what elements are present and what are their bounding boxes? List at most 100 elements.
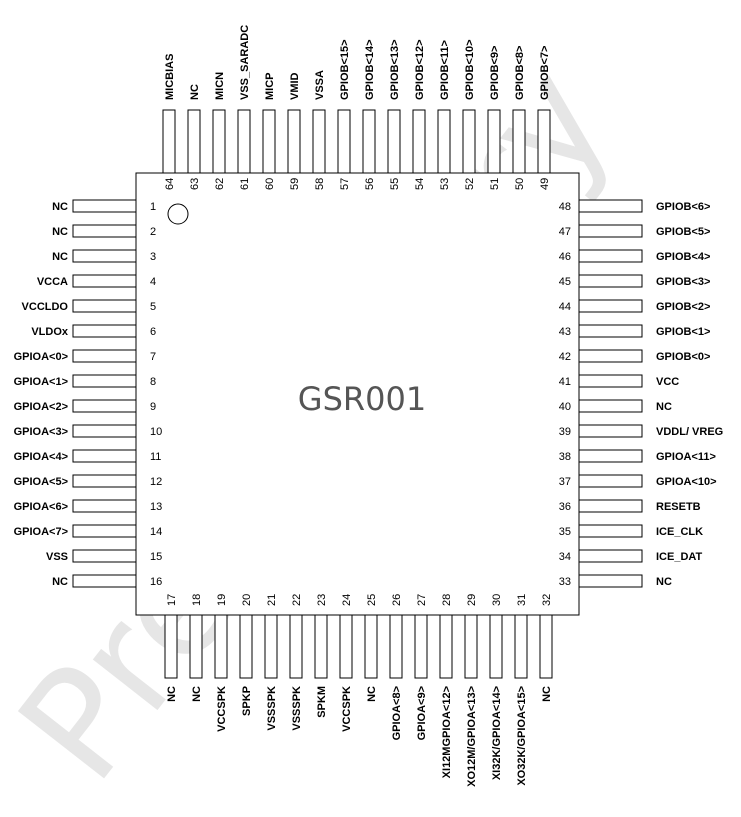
pin-label: ICE_CLK	[656, 526, 703, 538]
pin-number: 52	[464, 178, 476, 190]
pin-box	[578, 449, 643, 463]
pin-label: GPIOB<7>	[539, 46, 551, 100]
pin-box	[578, 474, 643, 488]
pin-box	[262, 109, 276, 174]
pin-box	[578, 274, 643, 288]
pin-box	[162, 109, 176, 174]
pin-label: NC	[189, 84, 201, 100]
pin-label: XI32K/GPIOA<14>	[491, 686, 503, 780]
pin-label: GPIOA<7>	[14, 526, 68, 538]
pin-number: 39	[559, 426, 571, 438]
pin-box	[72, 349, 137, 363]
pin-box	[287, 109, 301, 174]
pin-box	[72, 374, 137, 388]
pin-number: 32	[541, 594, 553, 606]
pin-label: VSSSPK	[291, 686, 303, 731]
pin-label: SPKM	[316, 686, 328, 718]
pin-box	[489, 614, 503, 679]
pin1-marker	[167, 203, 189, 225]
pin-number: 64	[164, 178, 176, 190]
pin-label: VCC	[656, 376, 679, 388]
pin-box	[72, 274, 137, 288]
pin-number: 56	[364, 178, 376, 190]
pin-box	[72, 574, 137, 588]
pin-number: 47	[559, 226, 571, 238]
pin-number: 7	[150, 351, 156, 363]
pin-label: MICN	[214, 72, 226, 100]
pin-label: VDDL/ VREG	[656, 426, 723, 438]
pin-box	[437, 109, 451, 174]
pin-box	[578, 524, 643, 538]
pin-box	[72, 199, 137, 213]
pin-number: 48	[559, 201, 571, 213]
chip-body	[135, 172, 580, 616]
pin-number: 12	[150, 476, 162, 488]
pin-box	[72, 224, 137, 238]
pin-box	[237, 109, 251, 174]
pins-group: 1NC2NC3NC4VCCA5VCCLDO6VLDOx7GPIOA<0>8GPI…	[14, 25, 724, 787]
pin-box	[164, 614, 178, 679]
pin-number: 40	[559, 401, 571, 413]
pin-label: NC	[541, 686, 553, 702]
pin-number: 21	[266, 594, 278, 606]
pin-box	[72, 399, 137, 413]
pin-box	[578, 424, 643, 438]
pin-box	[72, 499, 137, 513]
pin-label: VCCSPK	[216, 686, 228, 732]
pin-label: VSSSPK	[266, 686, 278, 731]
pin-label: GPIOB<4>	[656, 251, 710, 263]
pin-number: 20	[241, 594, 253, 606]
pin-number: 18	[191, 594, 203, 606]
pin-label: GPIOA<2>	[14, 401, 68, 413]
pin-box	[72, 424, 137, 438]
pin-number: 25	[366, 594, 378, 606]
pin-box	[187, 109, 201, 174]
pin-number: 38	[559, 451, 571, 463]
pin-box	[239, 614, 253, 679]
pin-number: 26	[391, 594, 403, 606]
pin-box	[412, 109, 426, 174]
pin-box	[364, 614, 378, 679]
pin-label: NC	[656, 401, 672, 413]
pin-number: 27	[416, 594, 428, 606]
pin-box	[387, 109, 401, 174]
pin-label: ICE_DAT	[656, 551, 703, 563]
pin-number: 4	[150, 276, 156, 288]
pin-box	[578, 299, 643, 313]
pin-number: 5	[150, 301, 156, 313]
pin-label: GPIOA<11>	[656, 451, 716, 463]
pin-box	[578, 499, 643, 513]
pin-number: 15	[150, 551, 162, 563]
pin-label: GPIOA<6>	[14, 501, 68, 513]
pin-label: SPKP	[241, 686, 253, 716]
pin-number: 23	[316, 594, 328, 606]
pin-box	[578, 324, 643, 338]
pin-box	[72, 324, 137, 338]
pin-label: GPIOA<1>	[14, 376, 68, 388]
pin-label: GPIOB<12>	[414, 39, 426, 100]
pin-number: 33	[559, 576, 571, 588]
pin-number: 17	[166, 594, 178, 606]
pin-box	[362, 109, 376, 174]
pin-label: GPIOB<6>	[656, 201, 710, 213]
pin-number: 59	[289, 178, 301, 190]
pin-label: XO32K/GPIOA<15>	[516, 686, 528, 786]
pin-label: VMID	[289, 72, 301, 100]
pin-number: 30	[491, 594, 503, 606]
pin-box	[539, 614, 553, 679]
pin-number: 46	[559, 251, 571, 263]
pin-label: GPIOA<3>	[14, 426, 68, 438]
pin-box	[578, 224, 643, 238]
pin-label: NC	[191, 686, 203, 702]
pin-box	[337, 109, 351, 174]
pin-number: 62	[214, 178, 226, 190]
pin-box	[289, 614, 303, 679]
pin-label: NC	[52, 576, 68, 588]
pin-number: 53	[439, 178, 451, 190]
pin-label: VCCSPK	[341, 686, 353, 732]
pin-label: NC	[166, 686, 178, 702]
pin-number: 9	[150, 401, 156, 413]
pin-label: VSS	[46, 551, 68, 563]
pin-box	[339, 614, 353, 679]
pin-box	[578, 199, 643, 213]
